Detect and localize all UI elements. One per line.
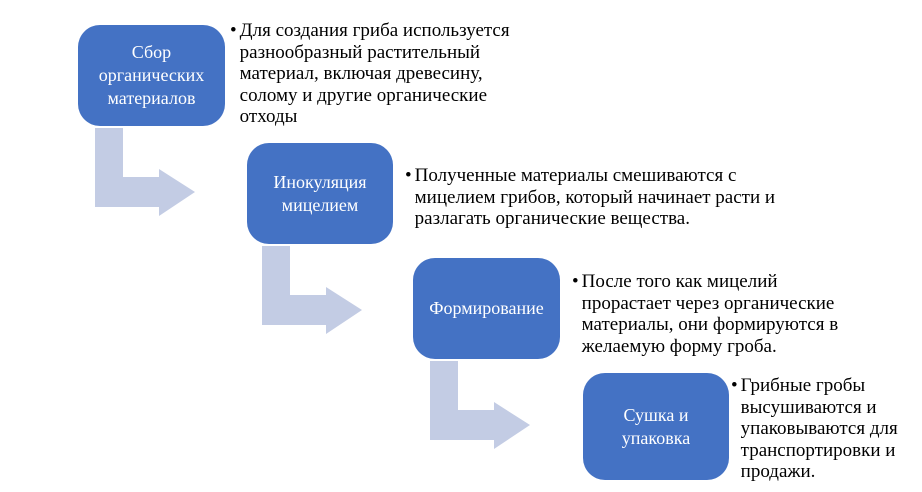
step-2-label: Инокуляция мицелием	[273, 171, 367, 215]
step-3-label: Формирование	[429, 298, 544, 318]
step-4-box: Сушка и упаковка	[583, 373, 729, 480]
step-2-description-text: Полученные материалы смешиваются с мицел…	[414, 165, 776, 229]
step-1-description-text: Для создания гриба используется разнообр…	[239, 20, 510, 127]
step-3-box: Формирование	[413, 258, 560, 359]
bullet-icon: •	[405, 165, 412, 186]
bullet-icon: •	[731, 375, 738, 396]
step-3-description-text: После того как мицелий прорастает через …	[581, 271, 839, 357]
bent-arrow-icon	[430, 361, 530, 449]
step-1-label: Сбор органических материалов	[98, 42, 205, 108]
step-4-label: Сушка и упаковка	[621, 404, 691, 448]
step-2-box: Инокуляция мицелием	[247, 143, 393, 244]
bent-arrow-icon	[95, 128, 195, 216]
step-2-description: • Полученные материалы смешиваются с миц…	[405, 165, 775, 230]
step-4-description-text: Грибные гробы высушиваются и упаковывают…	[740, 375, 898, 482]
bullet-icon: •	[572, 271, 579, 292]
step-1-box: Сбор органических материалов	[78, 25, 225, 126]
bullet-icon: •	[230, 20, 237, 41]
step-1-description: • Для создания гриба используется разноо…	[230, 20, 510, 128]
bent-arrow-icon	[262, 246, 362, 334]
step-3-description: • После того как мицелий прорастает чере…	[572, 271, 838, 357]
step-4-description: • Грибные гробы высушиваются и упаковыва…	[731, 375, 898, 483]
